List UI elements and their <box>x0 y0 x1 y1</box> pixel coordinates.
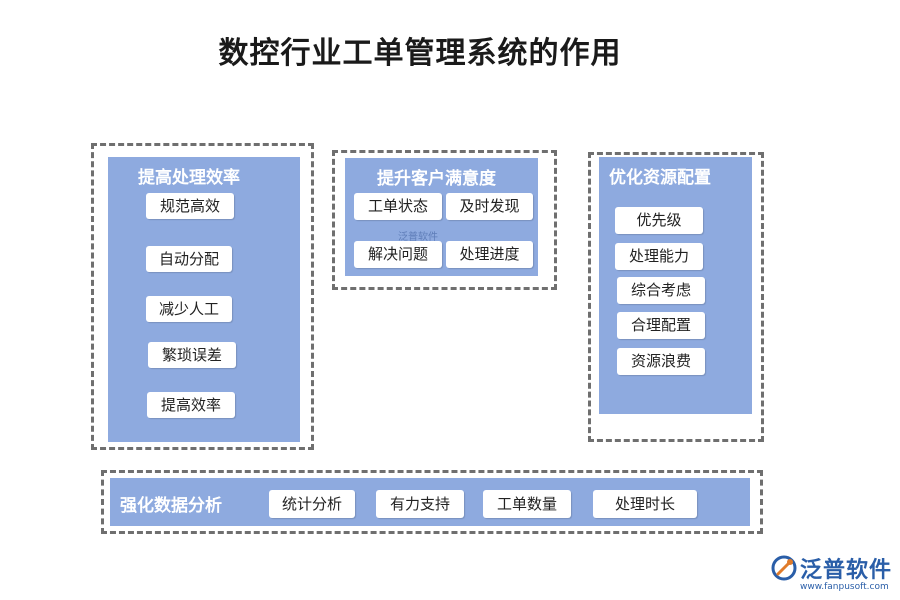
brand-name: 泛普软件 <box>800 558 893 583</box>
brand-logo: 泛普软件 www.fanpusoft.com <box>770 552 895 596</box>
resources-item-3: 综合考虑 <box>617 277 705 304</box>
analysis-item-3: 工单数量 <box>483 490 571 518</box>
efficiency-item-2: 自动分配 <box>146 246 232 272</box>
satisfaction-item-1: 工单状态 <box>354 193 442 220</box>
resources-group-border <box>588 152 764 442</box>
brand-url: www.fanpusoft.com <box>800 582 889 592</box>
resources-item-1: 优先级 <box>615 207 703 234</box>
resources-item-2: 处理能力 <box>615 243 703 270</box>
analysis-group-border <box>101 470 763 534</box>
page-title: 数控行业工单管理系统的作用 <box>218 36 622 71</box>
efficiency-item-4: 繁琐误差 <box>148 342 236 368</box>
efficiency-item-3: 减少人工 <box>146 296 232 322</box>
resources-item-4: 合理配置 <box>617 312 705 339</box>
efficiency-item-1: 规范高效 <box>146 193 234 219</box>
satisfaction-item-3: 解决问题 <box>354 241 442 268</box>
efficiency-title: 提高处理效率 <box>138 168 240 188</box>
satisfaction-item-4: 处理进度 <box>446 241 533 268</box>
efficiency-item-5: 提高效率 <box>147 392 235 418</box>
analysis-item-2: 有力支持 <box>376 490 464 518</box>
resources-item-5: 资源浪费 <box>617 348 705 375</box>
analysis-item-1: 统计分析 <box>269 490 355 518</box>
analysis-item-4: 处理时长 <box>593 490 697 518</box>
analysis-title: 强化数据分析 <box>120 496 222 516</box>
brand-mark-icon <box>771 555 797 581</box>
resources-title: 优化资源配置 <box>609 168 711 188</box>
satisfaction-title: 提升客户满意度 <box>377 169 496 189</box>
watermark: 泛普软件 <box>398 232 438 243</box>
satisfaction-group-border <box>332 150 557 290</box>
satisfaction-item-2: 及时发现 <box>446 193 533 220</box>
efficiency-group-border <box>91 143 314 450</box>
